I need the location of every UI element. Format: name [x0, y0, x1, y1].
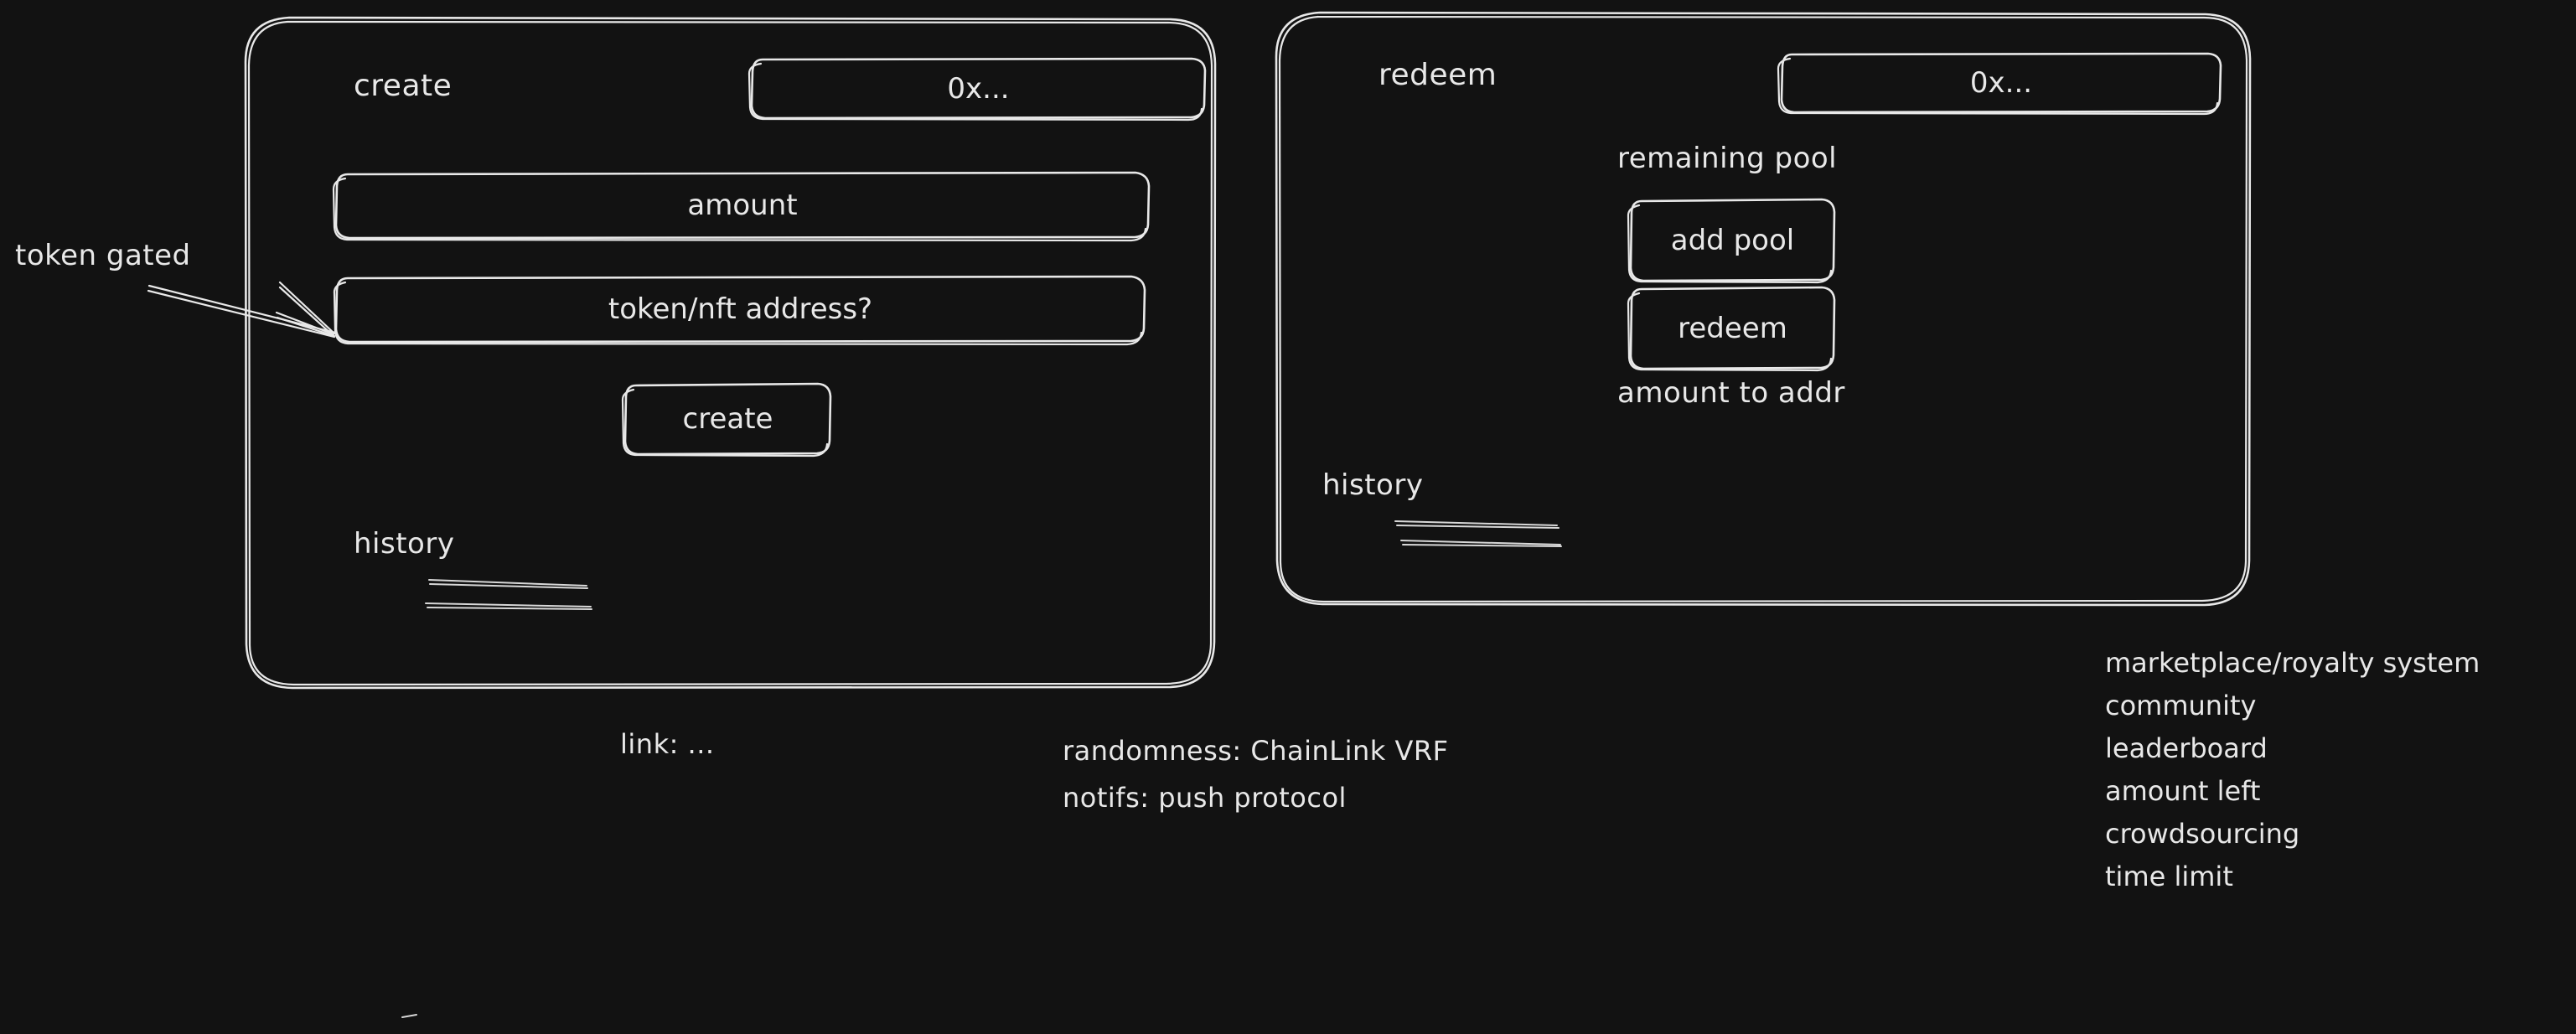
create-history-list[interactable] [423, 574, 599, 614]
redeem-history-list[interactable] [1391, 515, 1565, 552]
notifs-note: notifs: push protocol [1063, 782, 1347, 814]
feature-list-item: amount left [2105, 775, 2261, 807]
link-note: link: ... [620, 728, 715, 760]
create-wallet-address-button[interactable]: 0x... [752, 59, 1205, 118]
feature-list: marketplace/royalty system community lea… [2105, 649, 2480, 906]
create-history-label: history [354, 527, 455, 561]
remaining-pool-label: remaining pool [1617, 142, 1838, 175]
feature-list-item: leaderboard [2105, 732, 2268, 764]
amount-input[interactable]: amount [336, 173, 1149, 238]
feature-list-item: time limit [2105, 861, 2233, 892]
randomness-note: randomness: ChainLink VRF [1063, 735, 1449, 767]
token-gated-annotation: token gated [15, 239, 191, 272]
token-nft-address-input[interactable]: token/nft address? [336, 277, 1145, 342]
redeem-wallet-address-button[interactable]: 0x... [1782, 54, 2221, 112]
add-pool-button[interactable]: add pool [1631, 199, 1834, 281]
create-card-title: create [354, 69, 453, 103]
redeem-submit-button[interactable]: redeem [1631, 287, 1834, 369]
amount-to-addr-label: amount to addr [1617, 376, 1845, 410]
redeem-history-label: history [1322, 468, 1424, 502]
feature-list-item: marketplace/royalty system [2105, 647, 2480, 679]
redeem-card-title: redeem [1379, 58, 1497, 92]
feature-list-item: crowdsourcing [2105, 818, 2300, 850]
stray-mark [401, 1014, 417, 1018]
feature-list-item: community [2105, 690, 2257, 721]
create-submit-button[interactable]: create [625, 384, 830, 454]
